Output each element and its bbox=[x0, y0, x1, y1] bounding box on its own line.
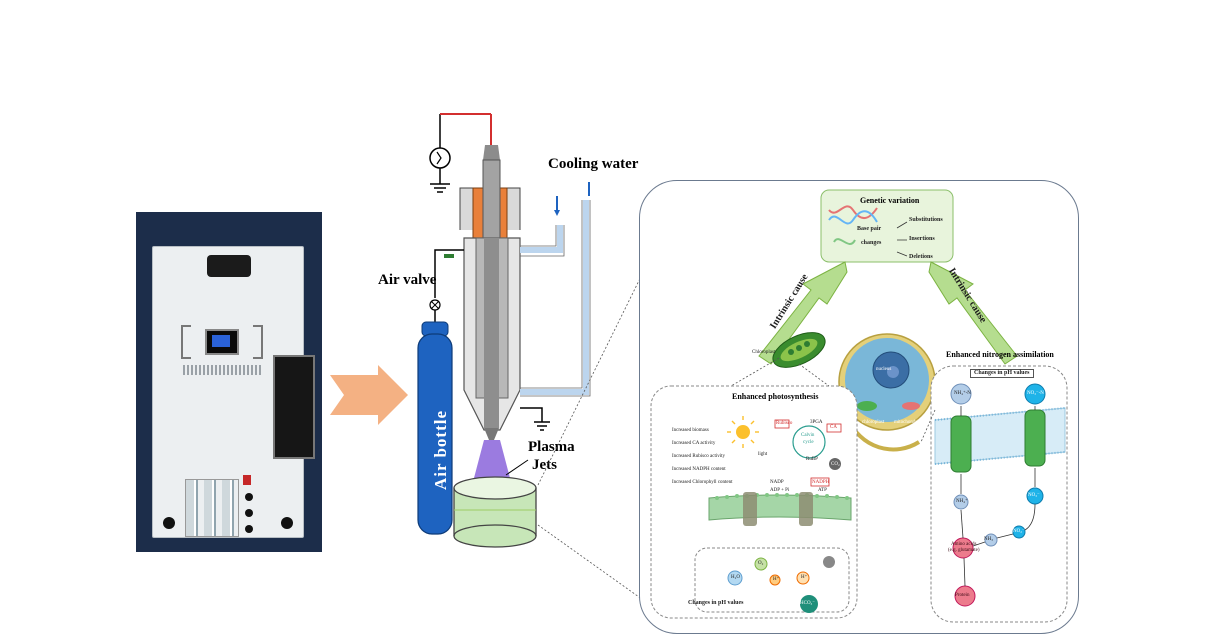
amino-acid-label-2: (e.g. glutamate) bbox=[948, 548, 980, 553]
nh4n-label: NH₄⁺-N bbox=[954, 391, 971, 396]
mechanism-graphics bbox=[650, 189, 1068, 623]
enhanced-nitrogen-label: Enhanced nitrogen assimilation bbox=[946, 350, 1054, 359]
flowmeter-panel bbox=[185, 479, 239, 537]
adp-label: ADP + Pi bbox=[770, 488, 790, 493]
power-switch-icon bbox=[243, 475, 251, 485]
vent-grille bbox=[183, 365, 263, 375]
nh3-label: NH₃ bbox=[984, 537, 993, 542]
rubisco-label: Rubisco bbox=[776, 421, 793, 426]
mitochondria-label: mitochondria bbox=[894, 420, 921, 425]
cell-chloroplast-icon bbox=[857, 401, 877, 411]
o2-node bbox=[754, 557, 768, 571]
photosystem-icon bbox=[799, 492, 813, 526]
effect-rubisco: Increased Rubisco activity bbox=[672, 454, 726, 459]
ph-left-label: Changes in pH values bbox=[688, 600, 744, 606]
calvin-label-2: cycle bbox=[803, 440, 814, 445]
light-label: light bbox=[758, 452, 768, 457]
base-pair-label-2: changes bbox=[861, 240, 882, 246]
plasma-jets-label-line2: Jets bbox=[532, 457, 557, 473]
ammonium-transporter bbox=[950, 415, 972, 473]
effect-nadph: Increased NADPH content bbox=[672, 467, 726, 472]
plasma-device-photo bbox=[136, 212, 322, 552]
effect-biomass: Increased biomass bbox=[672, 428, 709, 433]
calvin-label-1: Calvin bbox=[801, 433, 815, 438]
dna-icon bbox=[828, 205, 878, 219]
h-plus-node bbox=[796, 571, 810, 585]
co2-node bbox=[823, 556, 835, 568]
nh4-node bbox=[953, 494, 969, 510]
enhanced-photosynthesis-label: Enhanced photosynthesis bbox=[732, 392, 819, 401]
nucleus-label: nucleus bbox=[876, 367, 892, 372]
nitrogen-panel bbox=[930, 365, 1068, 623]
mitochondria-icon bbox=[902, 402, 920, 410]
hco3-node bbox=[800, 595, 818, 613]
h2o-node bbox=[727, 570, 743, 586]
calvin-cycle-icon bbox=[792, 425, 826, 459]
amino-acid-label: Amino acids (e.g. glutamate) bbox=[948, 542, 980, 554]
observation-window bbox=[273, 355, 315, 459]
device-cabinet bbox=[152, 246, 315, 538]
process-arrow bbox=[330, 365, 408, 425]
cooling-water-label: Cooling water bbox=[548, 156, 639, 172]
knob-icon bbox=[245, 493, 253, 501]
no3n-label: NO₃⁻-N bbox=[1027, 391, 1044, 396]
h-plus-node bbox=[769, 574, 781, 586]
plasma-jets-label-line1: Plasma bbox=[528, 439, 575, 455]
chloroplast-label: Chloroplast bbox=[752, 350, 776, 355]
photosynthesis-effects-list: Increased biomass Increased CA activity … bbox=[672, 424, 733, 489]
knob-icon bbox=[245, 509, 253, 517]
plasma-jet-setup bbox=[417, 113, 591, 548]
effect-chlorophyll: Increased Chlorophyll content bbox=[672, 480, 733, 485]
intrinsic-cause-arrow-left bbox=[758, 261, 848, 365]
hco3-label: HCO₃⁻ bbox=[800, 601, 815, 606]
no3n-node bbox=[1024, 383, 1046, 405]
co2-node bbox=[829, 458, 841, 470]
genetic-variation-box bbox=[820, 189, 954, 263]
amino-acid-label-1: Amino acids bbox=[951, 542, 977, 547]
deletions-label: Deletions bbox=[909, 254, 933, 260]
device-display bbox=[205, 329, 239, 355]
rubp-label: RuBP bbox=[806, 457, 818, 462]
atp-label: ATP bbox=[818, 488, 827, 493]
genetic-variation-label: Genetic variation bbox=[860, 196, 920, 205]
ca-label: CA bbox=[830, 425, 837, 430]
thylakoid-membrane bbox=[708, 494, 852, 521]
knob-icon bbox=[245, 525, 253, 533]
plasma-plume bbox=[474, 440, 510, 478]
base-pair-label-1: Base pair bbox=[857, 226, 882, 232]
wheel-icon bbox=[281, 517, 293, 529]
handle-left bbox=[181, 325, 191, 359]
handle-right bbox=[253, 325, 263, 359]
intrinsic-cause-arrow-right bbox=[928, 261, 1018, 365]
o2-label: O₂ bbox=[758, 561, 764, 566]
air-bottle bbox=[417, 333, 453, 535]
co2-label: CO₂ bbox=[831, 462, 840, 467]
insertions-label: Insertions bbox=[909, 236, 935, 242]
no2-node bbox=[1012, 525, 1026, 539]
pga-label: 3PGA bbox=[810, 420, 823, 425]
photosystem-icon bbox=[743, 492, 757, 526]
wheel-icon bbox=[163, 517, 175, 529]
cell-chloroplast-label: chloroplast bbox=[862, 420, 885, 425]
h-plus-label: H⁺ bbox=[773, 577, 780, 582]
h-plus-label-2: H⁺ bbox=[801, 575, 808, 580]
nadp-label: NADP bbox=[770, 480, 784, 485]
fan-icon bbox=[207, 255, 251, 277]
protein-label: Protein bbox=[955, 593, 970, 598]
h2o-label: H₂O bbox=[731, 575, 740, 580]
sun-icon bbox=[736, 425, 750, 439]
substitutions-label: Substitutions bbox=[909, 217, 943, 223]
nh3-node bbox=[984, 533, 998, 547]
no2-label: NO₂⁻ bbox=[1013, 529, 1025, 534]
nitrate-transporter bbox=[1024, 409, 1046, 467]
no3-label: NO₃⁻ bbox=[1028, 493, 1040, 498]
air-valve-label: Air valve bbox=[378, 272, 437, 288]
plasma-jets-label: Plasma Jets bbox=[528, 438, 575, 474]
nh4n-node bbox=[950, 383, 972, 405]
nh4-label: NH₄⁺ bbox=[956, 499, 968, 504]
effect-ca: Increased CA activity bbox=[672, 441, 716, 446]
nadph-label: NADPH bbox=[812, 480, 830, 485]
ph-right-label: Changes in pH values bbox=[970, 369, 1034, 378]
